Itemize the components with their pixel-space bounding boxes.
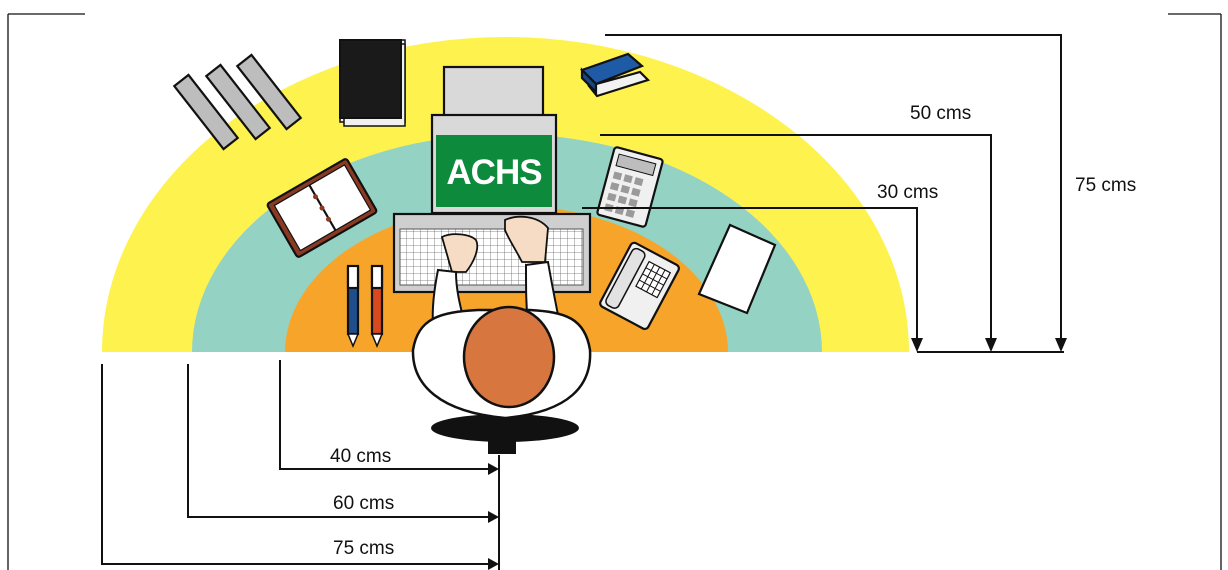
label-75-cms-right: 75 cms — [1075, 175, 1136, 196]
person-icon — [411, 260, 592, 454]
label-40-cms: 40 cms — [330, 446, 391, 467]
person-head — [462, 305, 556, 409]
binders-icon — [172, 53, 303, 151]
label-60-cms: 60 cms — [333, 493, 394, 514]
label-50-cms: 50 cms — [910, 103, 971, 124]
label-75-cms-bottom: 75 cms — [333, 538, 394, 559]
calculator-icon — [596, 146, 664, 228]
hands-icon — [440, 215, 549, 273]
stapler-icon — [579, 52, 651, 98]
book-icon — [339, 39, 406, 127]
pens-icon — [346, 264, 384, 348]
right-dimensions — [582, 34, 1067, 353]
paper-sheet-icon — [697, 223, 777, 315]
agenda-icon — [266, 158, 378, 258]
telephone-icon — [599, 241, 680, 331]
page-frame — [7, 13, 1222, 570]
monitor-icon: ACHS — [430, 65, 558, 215]
monitor-logo-text: ACHS — [446, 153, 541, 192]
keyboard-icon — [392, 212, 592, 294]
bottom-dimensions — [101, 360, 500, 570]
label-30-cms: 30 cms — [877, 182, 938, 203]
